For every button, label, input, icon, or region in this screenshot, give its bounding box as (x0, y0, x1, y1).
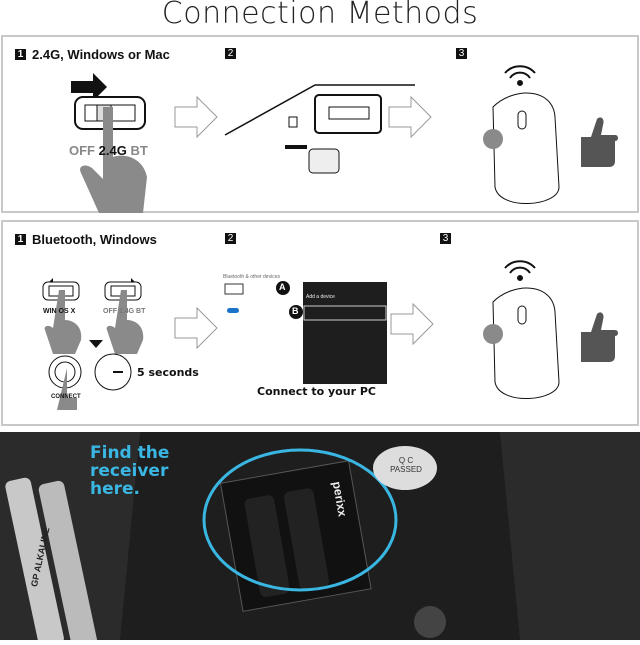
wireless-signal-icon (504, 260, 536, 281)
clock-icon (94, 353, 132, 391)
thumbs-up-icon (581, 117, 618, 167)
panel1-illustration (71, 65, 618, 213)
next-arrow-icon (174, 95, 218, 139)
callout-text: Find the receiver here. (90, 443, 170, 499)
wireless-signal-icon (504, 65, 536, 86)
laptop-usb-port-icon (224, 84, 415, 136)
panel2-illustration (42, 260, 618, 410)
trackball-mouse-icon (483, 92, 560, 204)
panel-24g: 1 2.4G, Windows or Mac 2 3 OFF 2.4G BT (1, 35, 639, 213)
photo-illustration (0, 432, 640, 645)
usb-receiver-icon (285, 116, 340, 174)
aa-batteries (5, 477, 98, 645)
arrow-right-icon (71, 73, 107, 101)
hand-icon (44, 290, 82, 354)
panel-bluetooth: 1 Bluetooth, Windows 2 3 WIN OS X OFF 2.… (1, 220, 639, 426)
page-title: Connection Methods (161, 0, 479, 31)
next-arrow-icon (388, 95, 432, 139)
thumbs-up-icon (581, 312, 618, 362)
add-device-dialog (303, 282, 387, 384)
marker-a (276, 281, 290, 295)
next-arrow-icon (390, 302, 434, 346)
battery-compartment (219, 460, 372, 612)
device-bottom-photo: Find the receiver here. Q C PASSED GP AL… (0, 432, 640, 645)
receiver-highlight (202, 448, 398, 592)
trackball-mouse-icon (483, 287, 560, 399)
step-1-heading: 1 2.4G, Windows or Mac (15, 47, 170, 62)
hand-icon (80, 107, 147, 213)
connect-button-icon (48, 355, 82, 410)
caption: Connect to your PC (257, 385, 376, 398)
step-1-heading: 1 Bluetooth, Windows (15, 232, 157, 247)
down-triangle-icon (89, 340, 103, 348)
windows-settings-screenshot (224, 283, 244, 313)
marker-b (289, 305, 303, 319)
switch-position-labels: OFF 2.4G BT (69, 143, 148, 158)
qc-sticker (373, 446, 437, 490)
next-arrow-icon (174, 306, 218, 350)
hand-icon (106, 290, 144, 354)
